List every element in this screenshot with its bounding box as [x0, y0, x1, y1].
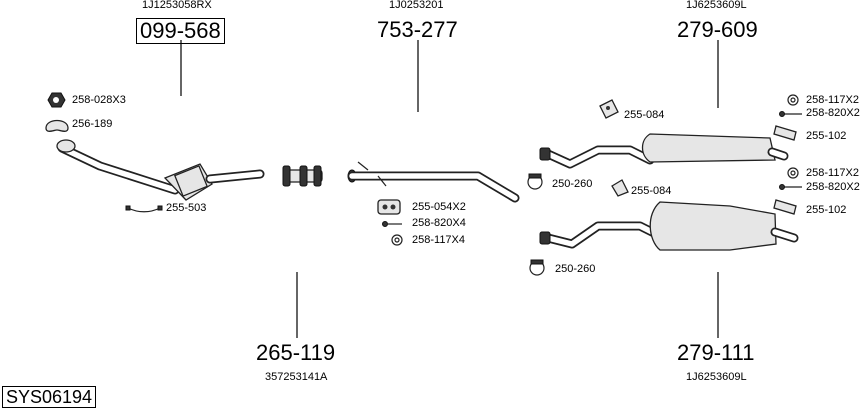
fitting-label[interactable]: 255-503 [166, 202, 207, 214]
part-number[interactable]: 099-568 [136, 18, 225, 44]
fitting-label[interactable]: 258-117X4 [412, 234, 466, 246]
hex-nut-icon [47, 92, 66, 108]
pipe-clamp-icon [529, 259, 545, 276]
bolt-icon [779, 111, 802, 117]
rubber-hanger-icon [599, 99, 619, 119]
rear-silencer-part-279-111 [539, 201, 799, 251]
part-number[interactable]: 265-119 [256, 340, 336, 365]
diagram-id: SYS06194 [2, 386, 97, 408]
fitting-label[interactable]: 258-117X2 [806, 94, 860, 106]
fitting-label[interactable]: 258-028X3 [72, 94, 126, 106]
washer-icon [391, 234, 403, 246]
front-pipe-part [347, 161, 520, 203]
fitting-label[interactable]: 258-117X2 [806, 167, 860, 179]
flex-pipe-part [282, 165, 323, 187]
rear-silencer-part-279-609 [539, 133, 789, 169]
fitting-label[interactable]: 258-820X4 [412, 217, 466, 229]
strap-clamp-icon [125, 205, 163, 213]
fitting-label[interactable]: 255-084 [624, 109, 665, 121]
fitting-label[interactable]: 250-260 [555, 263, 596, 275]
fitting-label[interactable]: 255-054X2 [412, 201, 466, 213]
fitting-label[interactable]: 258-820X2 [806, 181, 860, 193]
ref-number: 1J1253058RX [142, 0, 212, 11]
rubber-hanger-icon [611, 179, 629, 197]
ref-number: 1J0253201 [389, 0, 444, 11]
fitting-label[interactable]: 258-820X2 [806, 107, 860, 119]
bracket-icon [773, 199, 797, 215]
pipe-clamp-icon [527, 173, 543, 190]
washer-icon [787, 94, 799, 106]
rubber-mount-icon [377, 199, 401, 215]
bolt-icon [382, 221, 402, 227]
part-number[interactable]: 753-277 [377, 17, 458, 42]
catalytic-converter-part [56, 139, 265, 201]
fitting-label[interactable]: 255-102 [806, 204, 847, 216]
bolt-icon [779, 184, 802, 190]
ref-number: 1J6253609L [686, 371, 747, 383]
fitting-label[interactable]: 255-084 [631, 185, 672, 197]
part-number[interactable]: 279-111 [677, 340, 755, 365]
gasket-icon [45, 119, 69, 132]
washer-icon [787, 167, 799, 179]
part-number[interactable]: 279-609 [677, 17, 758, 42]
fitting-label[interactable]: 250-260 [552, 178, 593, 190]
fitting-label[interactable]: 255-102 [806, 130, 847, 142]
ref-number: 357253141A [265, 371, 328, 383]
ref-number: 1J6253609L [686, 0, 747, 11]
bracket-icon [773, 125, 797, 141]
fitting-label[interactable]: 256-189 [72, 118, 113, 130]
